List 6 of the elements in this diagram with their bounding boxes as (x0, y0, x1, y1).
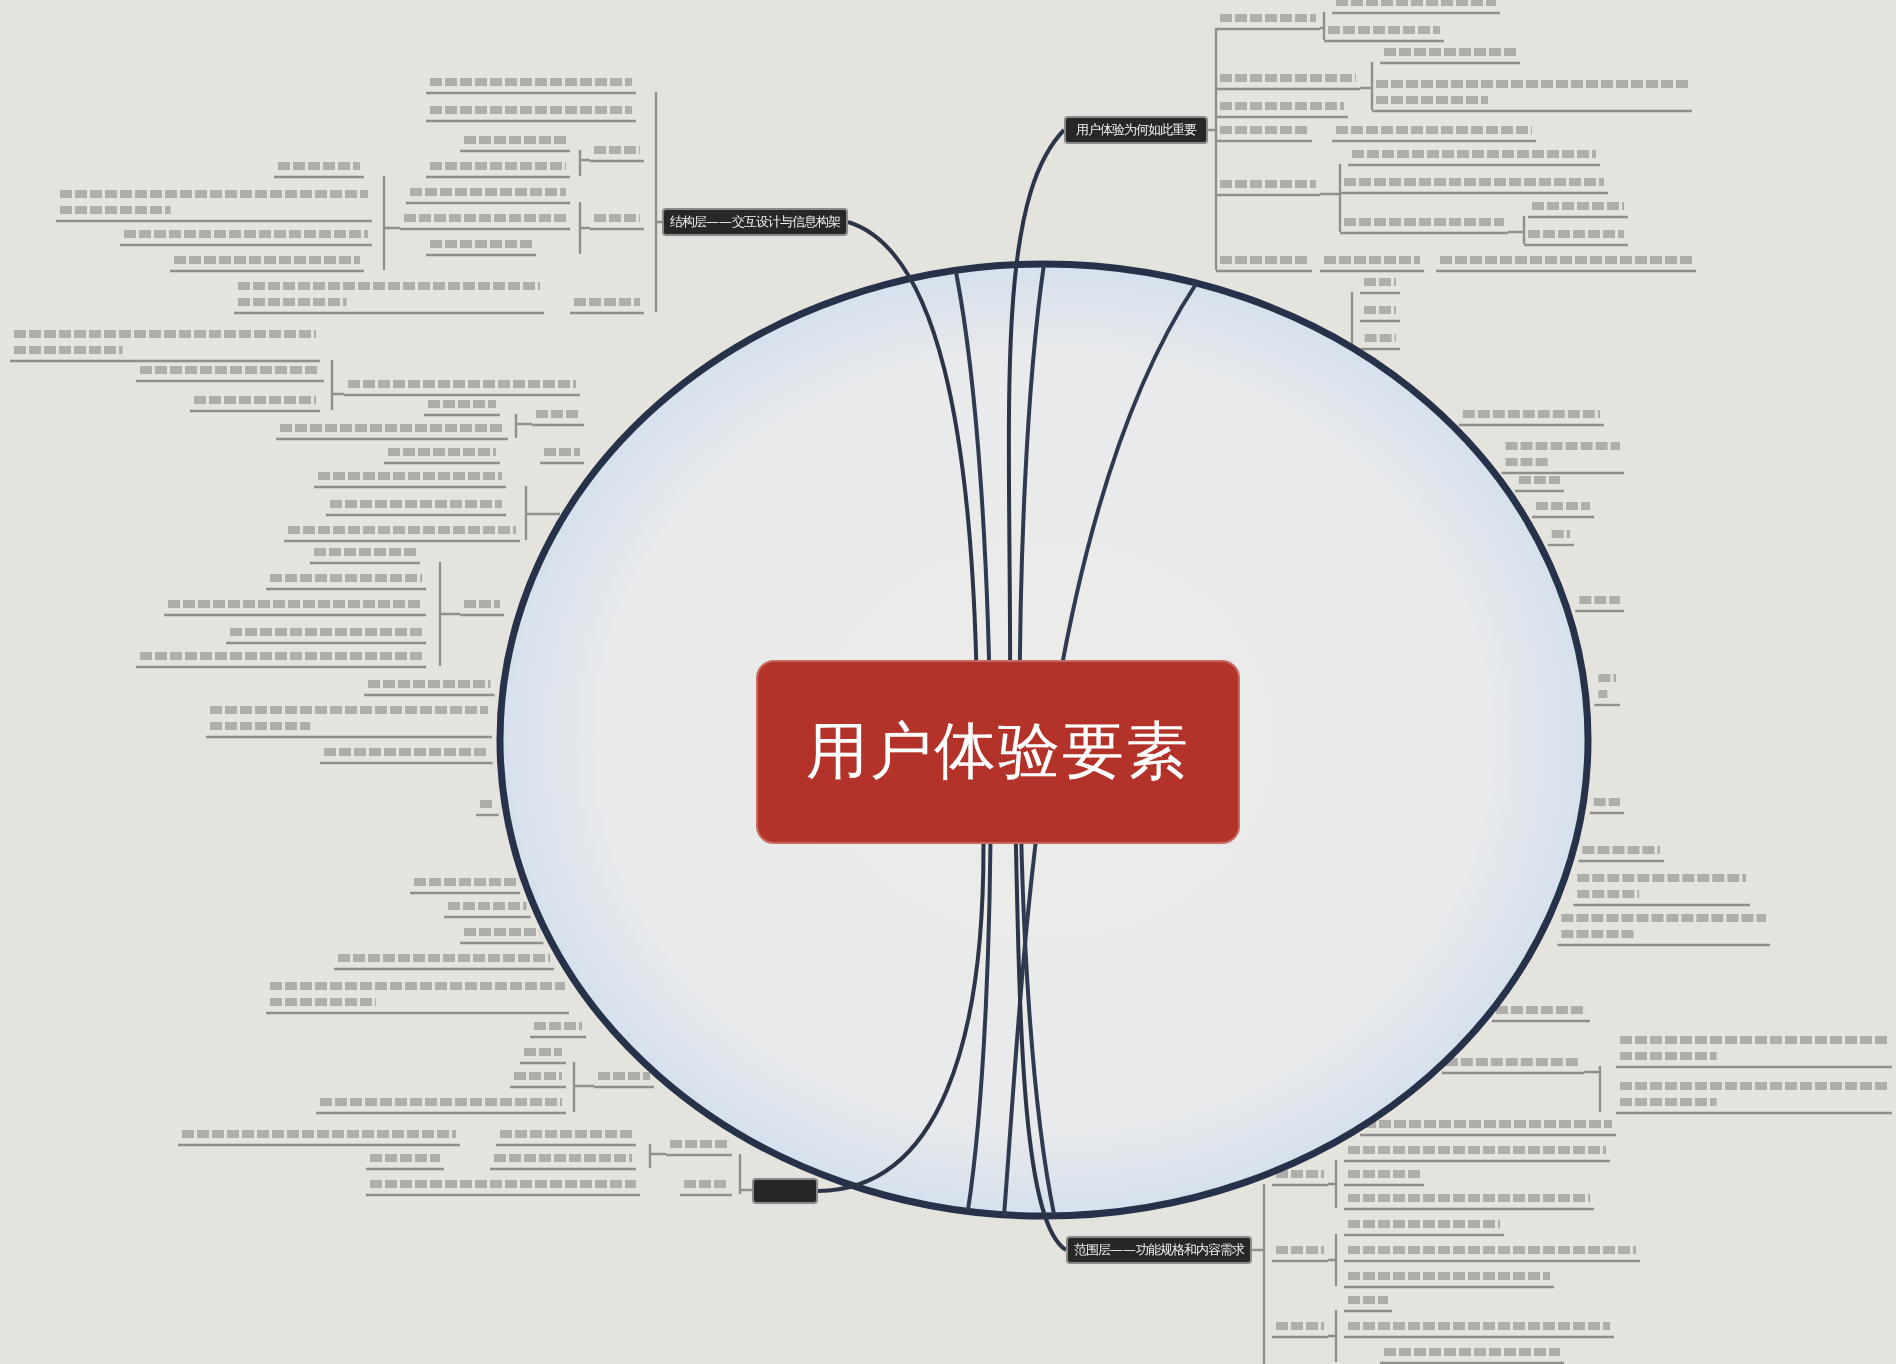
branch-connector (817, 843, 986, 1193)
branch-connector (1006, 128, 1066, 660)
branch-connector (847, 220, 979, 661)
branch-connector (1013, 843, 1068, 1252)
central-topic-box: 用户体验要素 (756, 660, 1240, 844)
topic-box (752, 1178, 818, 1204)
